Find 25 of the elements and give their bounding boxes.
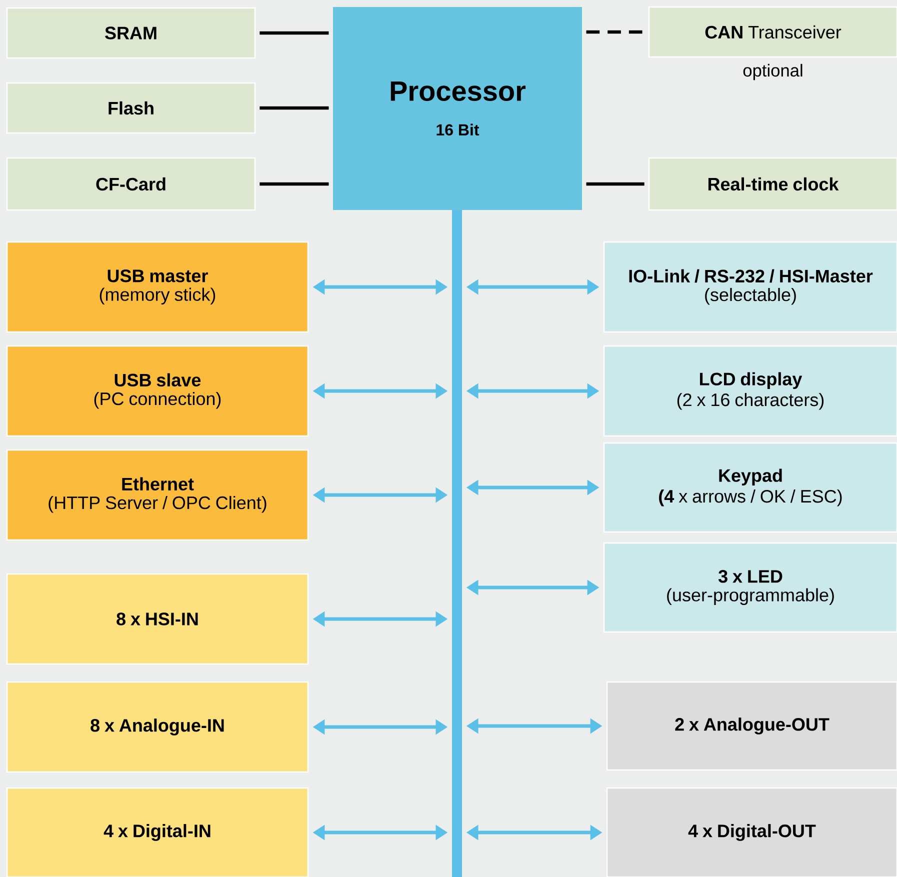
processor-box: Processor 16 Bit bbox=[333, 7, 582, 210]
connector-line bbox=[260, 106, 329, 110]
component-box: 3 x LED (user-programmable) bbox=[603, 542, 897, 633]
component-box: Ethernet (HTTP Server / OPC Client) bbox=[6, 449, 309, 541]
component-box: 4 x Digital-OUT bbox=[606, 787, 897, 877]
connector-line bbox=[260, 182, 329, 186]
component-box: Flash bbox=[6, 82, 256, 134]
component-box: 8 x HSI-IN bbox=[6, 573, 309, 665]
component-box: USB slave (PC connection) bbox=[6, 345, 309, 437]
connector-line bbox=[586, 182, 644, 186]
component-box: Keypad (4 x arrows / OK / ESC) bbox=[603, 442, 897, 533]
component-box: 8 x Analogue-IN bbox=[6, 681, 309, 773]
component-box: 2 x Analogue-OUT bbox=[606, 681, 897, 771]
component-box: SRAM bbox=[6, 7, 256, 59]
component-box: CAN Transceiver bbox=[648, 6, 897, 58]
component-box: USB master (memory stick) bbox=[6, 241, 309, 333]
bus-bar bbox=[452, 210, 462, 877]
component-box: Real-time clock bbox=[648, 157, 897, 211]
connector-line bbox=[260, 31, 329, 35]
component-box: IO-Link / RS-232 / HSI-Master (selectable) bbox=[603, 241, 897, 333]
component-box: CF-Card bbox=[6, 157, 256, 211]
component-box: 4 x Digital-IN bbox=[6, 787, 309, 877]
component-box: LCD display (2 x 16 characters) bbox=[603, 345, 897, 437]
note-text: optional bbox=[743, 64, 802, 80]
connector-line bbox=[586, 30, 644, 34]
